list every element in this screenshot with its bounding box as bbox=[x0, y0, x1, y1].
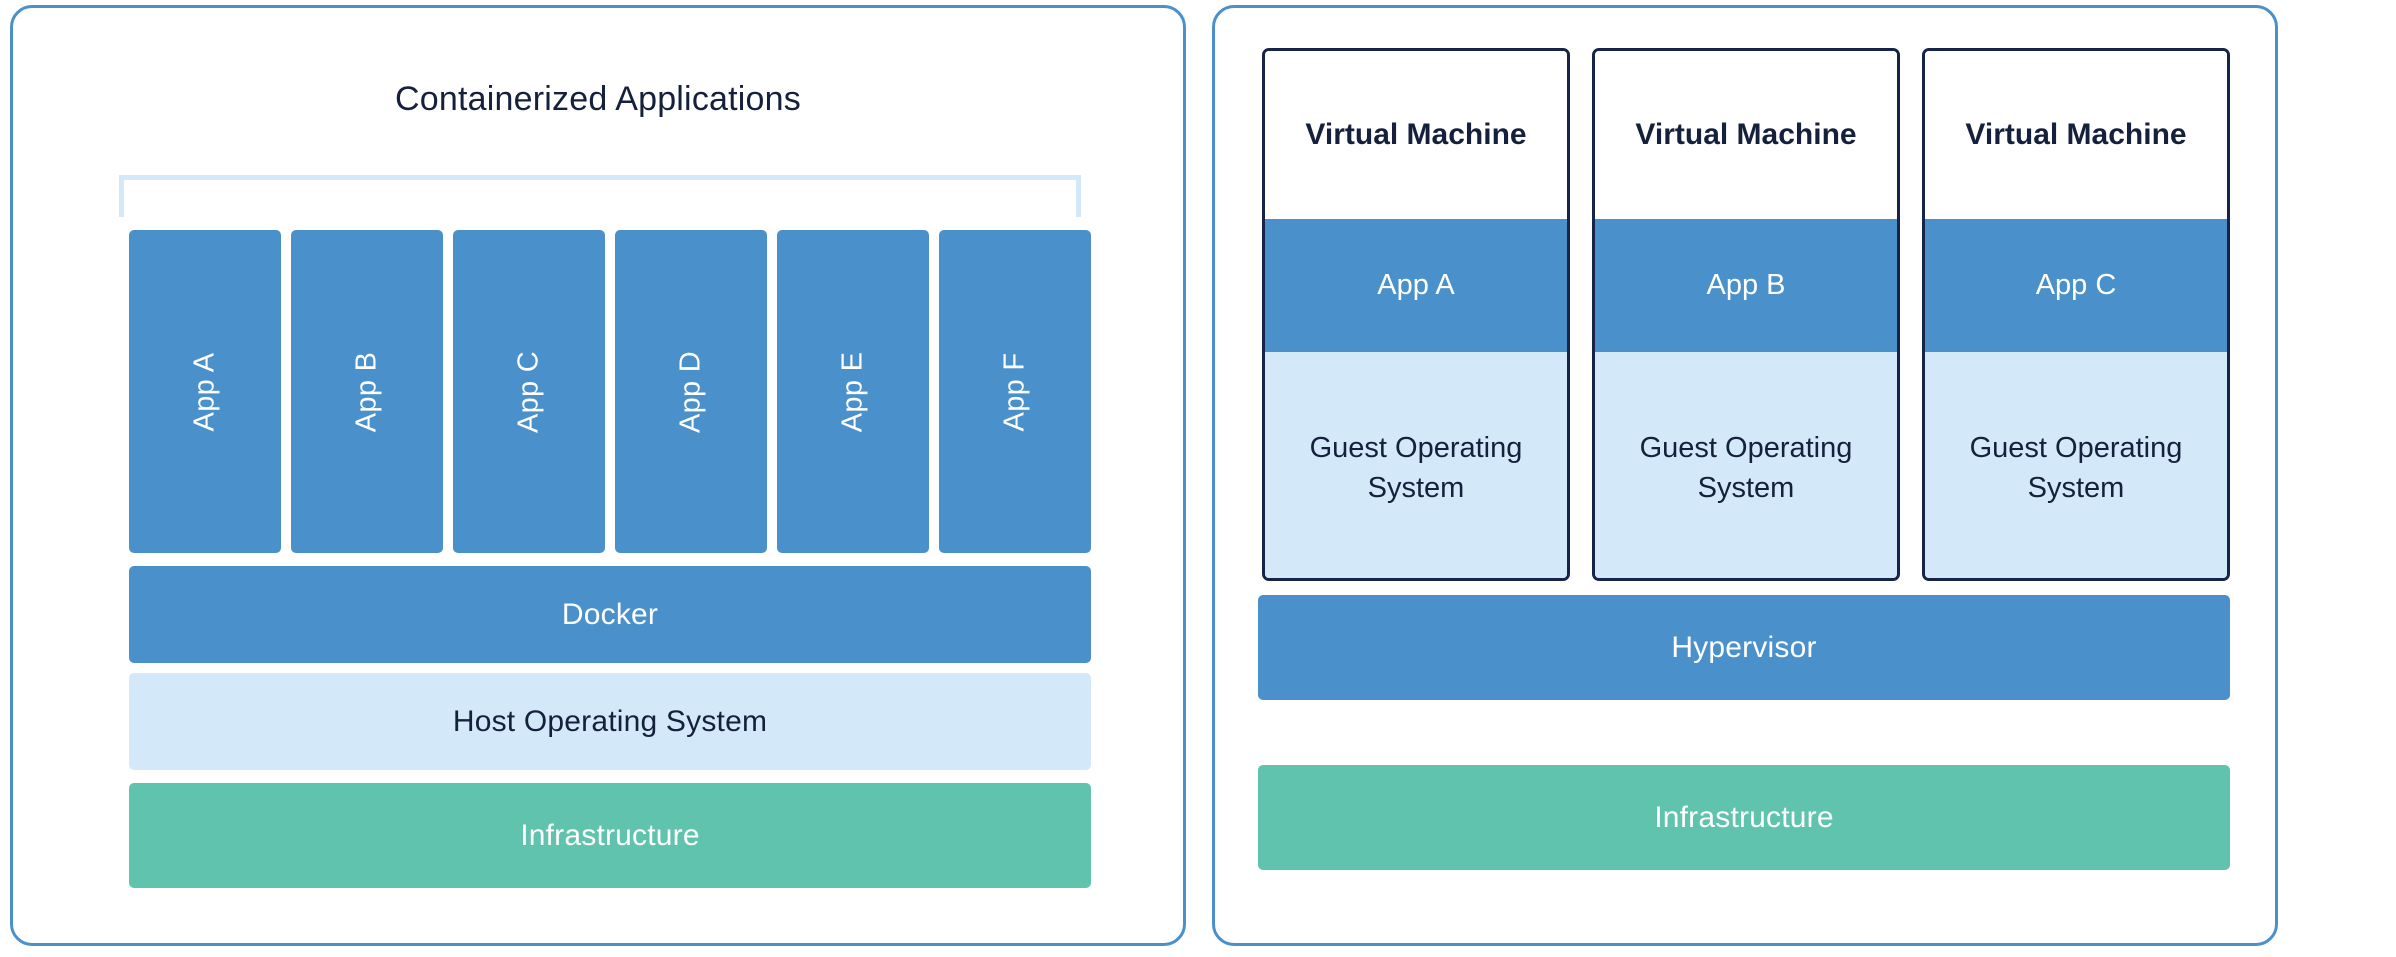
vm-card-3-title: Virtual Machine bbox=[1925, 51, 2227, 219]
vm-card-3-app: App C bbox=[1925, 219, 2227, 352]
vm-card-2-guest-os: Guest Operating System bbox=[1595, 352, 1897, 578]
container-app-d[interactable]: App D bbox=[615, 230, 767, 553]
container-app-b-label: App B bbox=[350, 351, 383, 432]
container-app-a-label: App A bbox=[188, 352, 221, 431]
vm-card-3[interactable]: Virtual Machine App C Guest Operating Sy… bbox=[1922, 48, 2230, 581]
container-app-row: App A App B App C App D App E App F bbox=[129, 230, 1091, 553]
container-app-e[interactable]: App E bbox=[777, 230, 929, 553]
container-app-e-label: App E bbox=[836, 351, 869, 432]
container-app-f-label: App F bbox=[998, 352, 1031, 431]
container-app-d-label: App D bbox=[674, 350, 707, 433]
vm-card-1-title: Virtual Machine bbox=[1265, 51, 1567, 219]
vm-card-2-app: App B bbox=[1595, 219, 1897, 352]
container-app-c-label: App C bbox=[512, 350, 545, 433]
infrastructure-layer-vms[interactable]: Infrastructure bbox=[1258, 765, 2230, 870]
container-app-a[interactable]: App A bbox=[129, 230, 281, 553]
container-app-b[interactable]: App B bbox=[291, 230, 443, 553]
vm-card-row: Virtual Machine App A Guest Operating Sy… bbox=[1262, 48, 2230, 581]
container-bracket bbox=[119, 175, 1081, 217]
host-operating-system-layer[interactable]: Host Operating System bbox=[129, 673, 1091, 770]
vm-card-1-app: App A bbox=[1265, 219, 1567, 352]
docker-layer[interactable]: Docker bbox=[129, 566, 1091, 663]
page-title: Containerized Applications bbox=[395, 80, 801, 118]
infrastructure-layer-containers[interactable]: Infrastructure bbox=[129, 783, 1091, 888]
vm-card-1-guest-os: Guest Operating System bbox=[1265, 352, 1567, 578]
vm-card-3-guest-os: Guest Operating System bbox=[1925, 352, 2227, 578]
vm-card-1[interactable]: Virtual Machine App A Guest Operating Sy… bbox=[1262, 48, 1570, 581]
vm-card-2[interactable]: Virtual Machine App B Guest Operating Sy… bbox=[1592, 48, 1900, 581]
hypervisor-layer[interactable]: Hypervisor bbox=[1258, 595, 2230, 700]
vm-card-2-title: Virtual Machine bbox=[1595, 51, 1897, 219]
container-app-f[interactable]: App F bbox=[939, 230, 1091, 553]
containers-panel: Containerized Applications App A App B A… bbox=[10, 5, 1186, 946]
container-app-c[interactable]: App C bbox=[453, 230, 605, 553]
